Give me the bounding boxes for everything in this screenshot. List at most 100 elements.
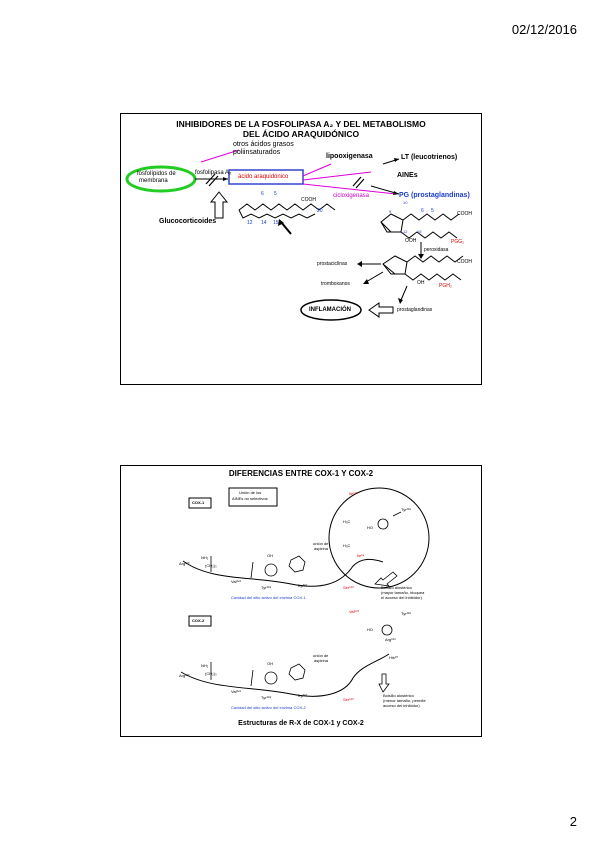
label-pgg-n15: 15 (417, 229, 422, 234)
cox1-allosteric-arrow (374, 571, 398, 587)
pgg2-bottom-chain (400, 231, 458, 239)
label-n20: 20 (317, 208, 323, 214)
label-aspirina-2a: unión de (313, 653, 329, 658)
label-oh-pgh2: OH (417, 280, 425, 286)
label-pgg-n12: 12 (403, 229, 408, 234)
cox1-tyr-ring (264, 563, 278, 577)
aa-chain-top (238, 203, 336, 211)
pgh2-ring (382, 255, 408, 275)
label-n12: 12 (247, 220, 253, 226)
label-trp1: Trp³⁸⁷ (297, 583, 308, 588)
label-trp2: Trp³⁸⁷ (297, 693, 308, 698)
label-val1: Val³⁴⁹ (231, 579, 242, 584)
label-val2: Val³⁴⁹ (231, 689, 242, 694)
label-cooh-aa: COOH (301, 197, 316, 203)
label-ser1: Ser⁵³⁰ (343, 585, 354, 590)
label-tyr2: Tyr³⁸⁵ (261, 695, 272, 700)
slide1-title-line1: INHIBIDORES DE LA FOSFOLIPASA A₂ Y DEL M… (176, 119, 426, 129)
label-nh2-1: NH₂ (201, 555, 209, 560)
label-bolsillo1-2: (mayor tamaño, bloquea (381, 590, 425, 595)
label-pgh2: PGH₂ (439, 283, 452, 289)
cox1-trp-ring (288, 555, 306, 573)
slide2-title: DIFERENCIAS ENTRE COX-1 Y COX-2 (228, 469, 374, 478)
label-ch2-2: (CH₂)₃ (205, 671, 217, 676)
magenta-line-cox (302, 183, 397, 195)
label-tyr355-2: Tyr³⁵⁵ (401, 611, 412, 616)
cox1-pocket-circle (328, 487, 430, 589)
pgg2-top-chain (402, 213, 460, 221)
cox2-tyr355-ring (381, 624, 393, 636)
pgh2-top-chain (406, 255, 464, 263)
pgg2-ring (380, 213, 404, 233)
label-ser2: Ser⁵³⁰ (343, 697, 354, 702)
label-bolsillo2-1: Bolsillo alostérico (383, 693, 414, 698)
label-n15: 15 (273, 220, 279, 226)
label-ho-1: HO (367, 525, 373, 530)
aa-box (228, 169, 304, 185)
cox2-allosteric-arrow (378, 673, 390, 693)
label-n9: 9 (389, 209, 392, 214)
block-mark-2 (352, 176, 362, 187)
label-inflamacion: INFLAMACIÓN (309, 307, 351, 313)
label-pgg-n6: 6 (421, 208, 424, 214)
cox1-backbone (182, 558, 384, 587)
inflamacion-ellipse (300, 299, 362, 321)
label-glucocorticoides: Glucocorticoides (159, 218, 217, 225)
label-arg2: Arg¹²⁰ (179, 673, 190, 678)
label-aines: AINEs (397, 172, 418, 179)
label-tyr1: Tyr³⁸⁵ (261, 585, 272, 590)
label-pgg2: PGG₂ (451, 239, 465, 245)
slide-aa-metabolism: INHIBIDORES DE LA FOSFOLIPASA A₂ Y DEL M… (120, 113, 482, 385)
label-ho-2: HO (367, 627, 373, 632)
label-ile1: Ile⁵²³ (349, 491, 358, 496)
label-poliinsaturados: poliinsaturados (233, 149, 281, 156)
label-aspirina-1a: unión de (313, 541, 329, 546)
cox1-tyr355-ring (377, 518, 389, 530)
cox1-box (188, 497, 212, 509)
cox2-trp-ring (288, 663, 306, 681)
pgh2-bottom-chain (404, 273, 462, 281)
label-val523: Val⁵²³ (349, 609, 359, 614)
aa-chain-bottom (238, 209, 316, 219)
page-number: 2 (569, 814, 577, 829)
label-bolsillo2-3: acceso del inhibidor) (383, 703, 420, 708)
label-fosfolipidos: fosfolípidos de (137, 171, 176, 177)
label-cicloxigenasa: cicloxigenasa (333, 193, 370, 199)
label-oh-2: OH (267, 661, 273, 666)
label-cooh-pgg2: COOH (457, 211, 472, 217)
label-union-1: Unión de los (239, 490, 262, 495)
label-oh-1: OH (267, 553, 273, 558)
label-cavidad2: Cavidad del sitio activo del enzima COX-… (231, 705, 306, 710)
slide-cox-differences: DIFERENCIAS ENTRE COX-1 Y COX-2 COX-1 Un… (120, 465, 482, 737)
label-acido-araquidonico: ácido araquidónico (238, 174, 289, 180)
label-prostaglandinas: prostaglandinas (397, 307, 433, 313)
label-n5: 5 (274, 191, 277, 197)
label-cooh-pgh2: COOH (457, 259, 472, 265)
label-tromboxanos: tromboxanos (321, 281, 350, 287)
slide2-footer: Estructuras de R-X de COX-1 y COX-2 (238, 720, 364, 727)
label-cox1: COX-1 (192, 500, 205, 505)
label-peroxidasa: peroxidasa (424, 247, 449, 253)
label-pg: PG (prostaglandinas) (399, 192, 470, 199)
label-bolsillo1-3: el acceso del inhibidor) (381, 595, 422, 600)
label-aspirina-1b: aspirina (314, 546, 329, 551)
label-pgg-n5: 5 (431, 208, 434, 214)
arrow-tromboxanos (365, 271, 384, 283)
label-h3c-2: H₃C (343, 543, 351, 548)
label-nh2-2: NH₂ (201, 663, 209, 668)
label-ile2: Ile‴⁴ (357, 553, 365, 558)
label-otros-acidos: otros ácidos grasos (233, 141, 294, 148)
cox2-tyr-ring (264, 671, 278, 685)
page-date: 02/12/2016 (511, 22, 577, 37)
label-arg513: Arg⁵¹³ (385, 637, 396, 642)
label-n10: 10 (403, 200, 408, 205)
label-prostaciclinas: prostaciclinas (317, 261, 348, 267)
cox-structure-diagram (180, 487, 430, 697)
label-ch2-1: (CH₂)₃ (205, 563, 217, 568)
cox2-box (188, 615, 212, 627)
magenta-line-otros (200, 149, 240, 163)
slide1-title-line2: DEL ÁCIDO ARAQUIDÓNICO (242, 129, 360, 139)
cox2-backbone (180, 653, 390, 697)
black-arrow (280, 221, 292, 235)
label-n14: 14 (261, 220, 267, 226)
